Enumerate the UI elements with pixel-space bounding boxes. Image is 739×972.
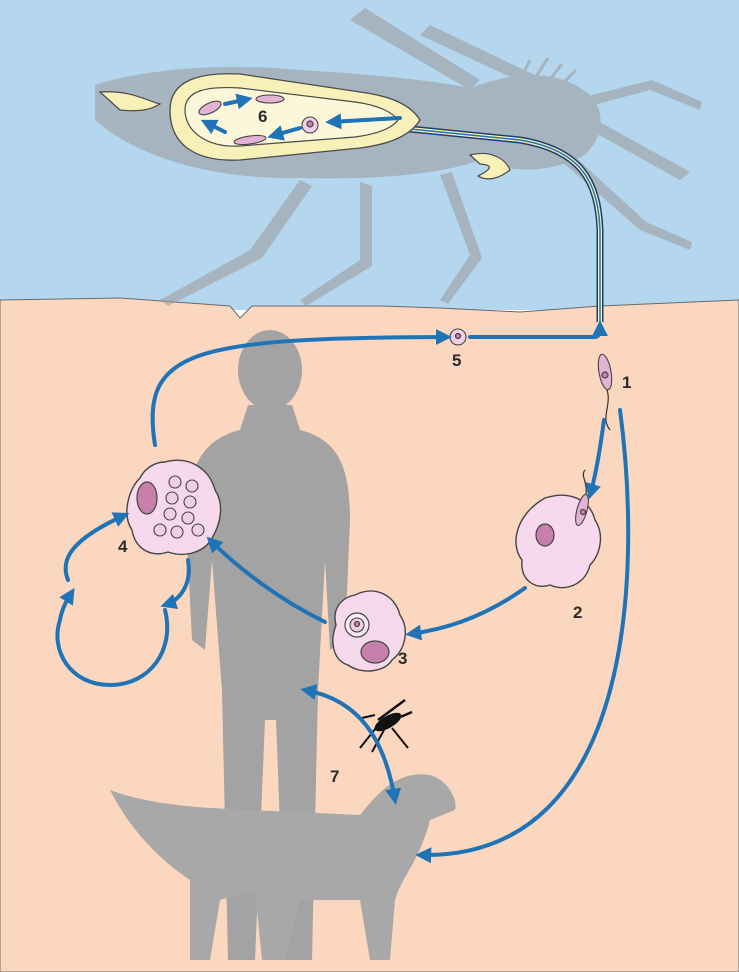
stage-3-label: 3 [398, 649, 407, 668]
stage-6-label: 6 [258, 107, 267, 126]
stage-5-label: 5 [452, 351, 461, 370]
stage-4-label: 4 [118, 537, 128, 556]
amastigote-stage-5 [450, 329, 466, 345]
stage-1-label: 1 [622, 373, 631, 392]
stage-7-label: 7 [330, 767, 339, 786]
stage-2-label: 2 [573, 603, 582, 622]
